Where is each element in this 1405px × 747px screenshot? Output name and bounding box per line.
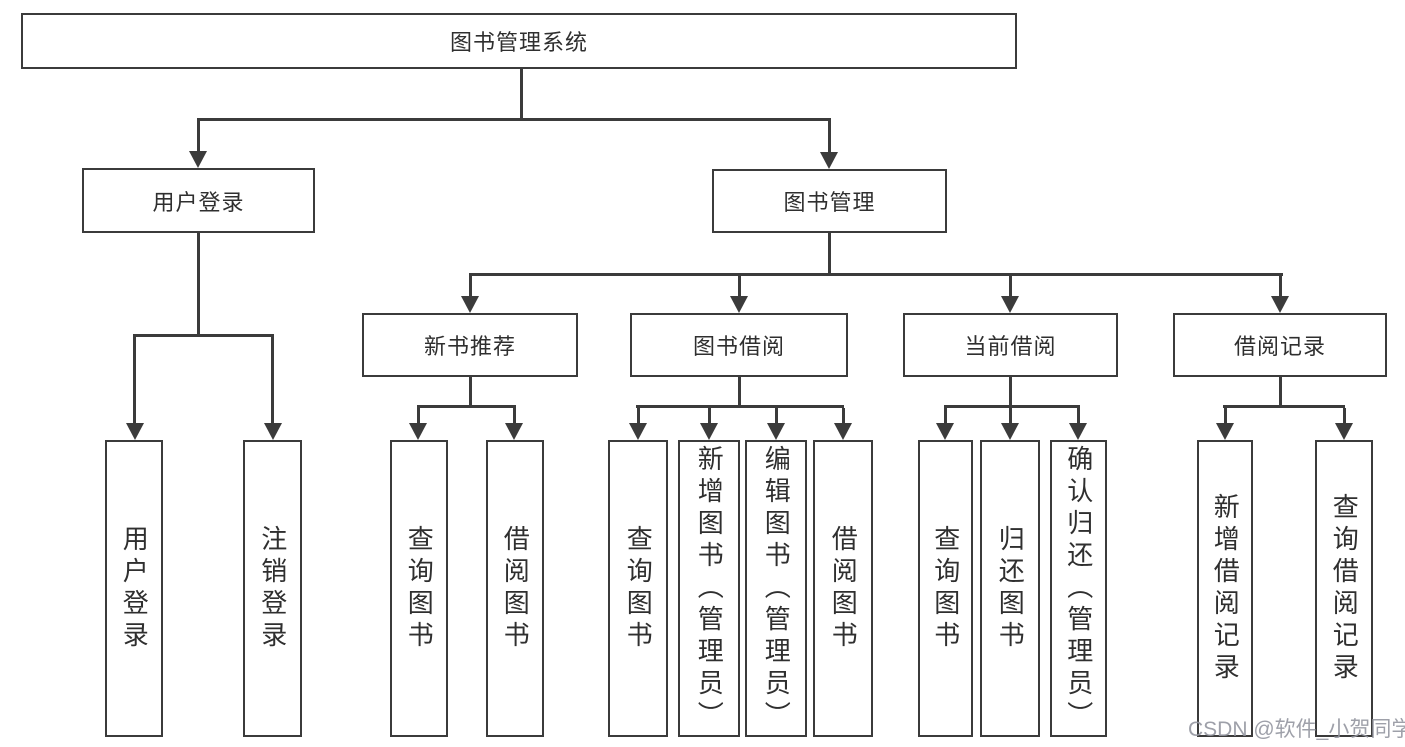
node-edit-books-admin: 编辑图书（管理员） — [745, 440, 807, 737]
arrowhead-icon — [700, 423, 718, 440]
arrowhead-icon — [1216, 423, 1234, 440]
arrowhead-icon — [1001, 296, 1019, 313]
node-book-borrowing: 图书借阅 — [630, 313, 848, 377]
node-add-books-admin: 新增图书（管理员） — [678, 440, 740, 737]
line — [1343, 408, 1346, 423]
line — [197, 233, 200, 334]
watermark: CSDN @软件_小贺同学 — [1188, 718, 1405, 741]
arrowhead-icon — [1335, 423, 1353, 440]
line — [1224, 408, 1227, 423]
line — [1009, 408, 1012, 423]
arrowhead-icon — [126, 423, 144, 440]
line — [1279, 377, 1282, 405]
arrowhead-icon — [629, 423, 647, 440]
arrowhead-icon — [767, 423, 785, 440]
node-label: 借阅图书 — [828, 524, 859, 653]
node-label: 归还图书 — [995, 524, 1026, 653]
line — [842, 408, 845, 423]
node-user-login-leaf: 用户登录 — [105, 440, 163, 737]
arrowhead-icon — [264, 423, 282, 440]
line — [469, 276, 472, 297]
node-confirm-return-admin: 确认归还（管理员） — [1050, 440, 1107, 737]
node-label: 用户登录 — [119, 524, 150, 653]
line — [133, 334, 274, 337]
line — [738, 276, 741, 297]
arrowhead-icon — [730, 296, 748, 313]
line — [1279, 276, 1282, 297]
line — [828, 233, 831, 276]
node-label: 确认归还（管理员） — [1063, 444, 1094, 733]
node-label: 查询借阅记录 — [1329, 492, 1360, 685]
line — [637, 408, 640, 423]
node-label: 注销登录 — [257, 524, 288, 653]
line — [1077, 408, 1080, 423]
line — [944, 405, 1080, 408]
line — [469, 273, 1283, 276]
line — [271, 337, 274, 423]
line — [828, 121, 831, 153]
node-label: 新增借阅记录 — [1210, 492, 1241, 685]
line — [708, 408, 711, 423]
line — [1223, 405, 1345, 408]
node-return-books: 归还图书 — [980, 440, 1040, 737]
line — [513, 408, 516, 423]
node-label: 编辑图书（管理员） — [761, 444, 792, 733]
node-query-books-1: 查询图书 — [390, 440, 448, 737]
line — [520, 69, 523, 121]
node-query-books-2: 查询图书 — [608, 440, 668, 737]
node-current-borrowing: 当前借阅 — [903, 313, 1118, 377]
arrowhead-icon — [461, 296, 479, 313]
node-add-borrowing-record: 新增借阅记录 — [1197, 440, 1253, 737]
line — [636, 405, 844, 408]
line — [133, 337, 136, 423]
node-borrow-books-2: 借阅图书 — [813, 440, 873, 737]
node-label: 查询图书 — [404, 524, 435, 653]
line — [944, 408, 947, 423]
node-query-books-3: 查询图书 — [918, 440, 973, 737]
arrowhead-icon — [936, 423, 954, 440]
line — [417, 405, 516, 408]
node-borrow-books-1: 借阅图书 — [486, 440, 544, 737]
arrowhead-icon — [1271, 296, 1289, 313]
node-label: 借阅图书 — [500, 524, 531, 653]
node-logout-leaf: 注销登录 — [243, 440, 302, 737]
line — [1009, 276, 1012, 297]
line — [775, 408, 778, 423]
arrowhead-icon — [505, 423, 523, 440]
arrowhead-icon — [1069, 423, 1087, 440]
node-borrowing-records: 借阅记录 — [1173, 313, 1387, 377]
node-label: 查询图书 — [623, 524, 654, 653]
line — [197, 118, 831, 121]
arrowhead-icon — [409, 423, 427, 440]
node-book-management: 图书管理 — [712, 169, 947, 233]
line — [1009, 377, 1012, 405]
node-query-borrowing-record: 查询借阅记录 — [1315, 440, 1373, 737]
arrowhead-icon — [834, 423, 852, 440]
arrowhead-icon — [820, 152, 838, 169]
node-new-book-recommendation: 新书推荐 — [362, 313, 578, 377]
line — [197, 121, 200, 152]
line — [417, 408, 420, 423]
node-label: 新增图书（管理员） — [694, 444, 725, 733]
arrowhead-icon — [189, 151, 207, 168]
arrowhead-icon — [1001, 423, 1019, 440]
node-label: 查询图书 — [930, 524, 961, 653]
node-library-management-system: 图书管理系统 — [21, 13, 1017, 69]
line — [469, 377, 472, 405]
node-user-login: 用户登录 — [82, 168, 315, 233]
line — [738, 377, 741, 405]
